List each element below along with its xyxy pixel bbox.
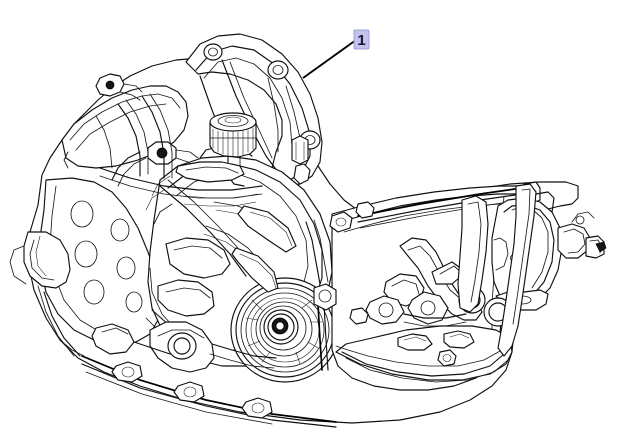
case-top-flange (99, 161, 263, 199)
case-upper-shading (145, 175, 259, 211)
callout-1-group: 1 (302, 29, 370, 79)
right-upright-panel (497, 183, 555, 357)
shift-rod (305, 219, 337, 371)
lower-center-support (149, 321, 277, 373)
callout-1-box (353, 29, 370, 50)
lower-pan-rail (59, 339, 337, 428)
callout-1-leader (302, 39, 357, 79)
case-side-cover (9, 177, 161, 345)
case-upper-tubing (95, 93, 173, 179)
rear-mount-bracket (457, 195, 489, 313)
case-center-ribs (145, 179, 247, 351)
vent-breather-cap (209, 112, 257, 187)
bell-housing-ribs (203, 201, 297, 293)
callout-1-label: 1 (357, 32, 365, 49)
fastener-details (291, 135, 457, 367)
left-lower-detail (37, 285, 171, 357)
oil-pan (335, 325, 513, 383)
